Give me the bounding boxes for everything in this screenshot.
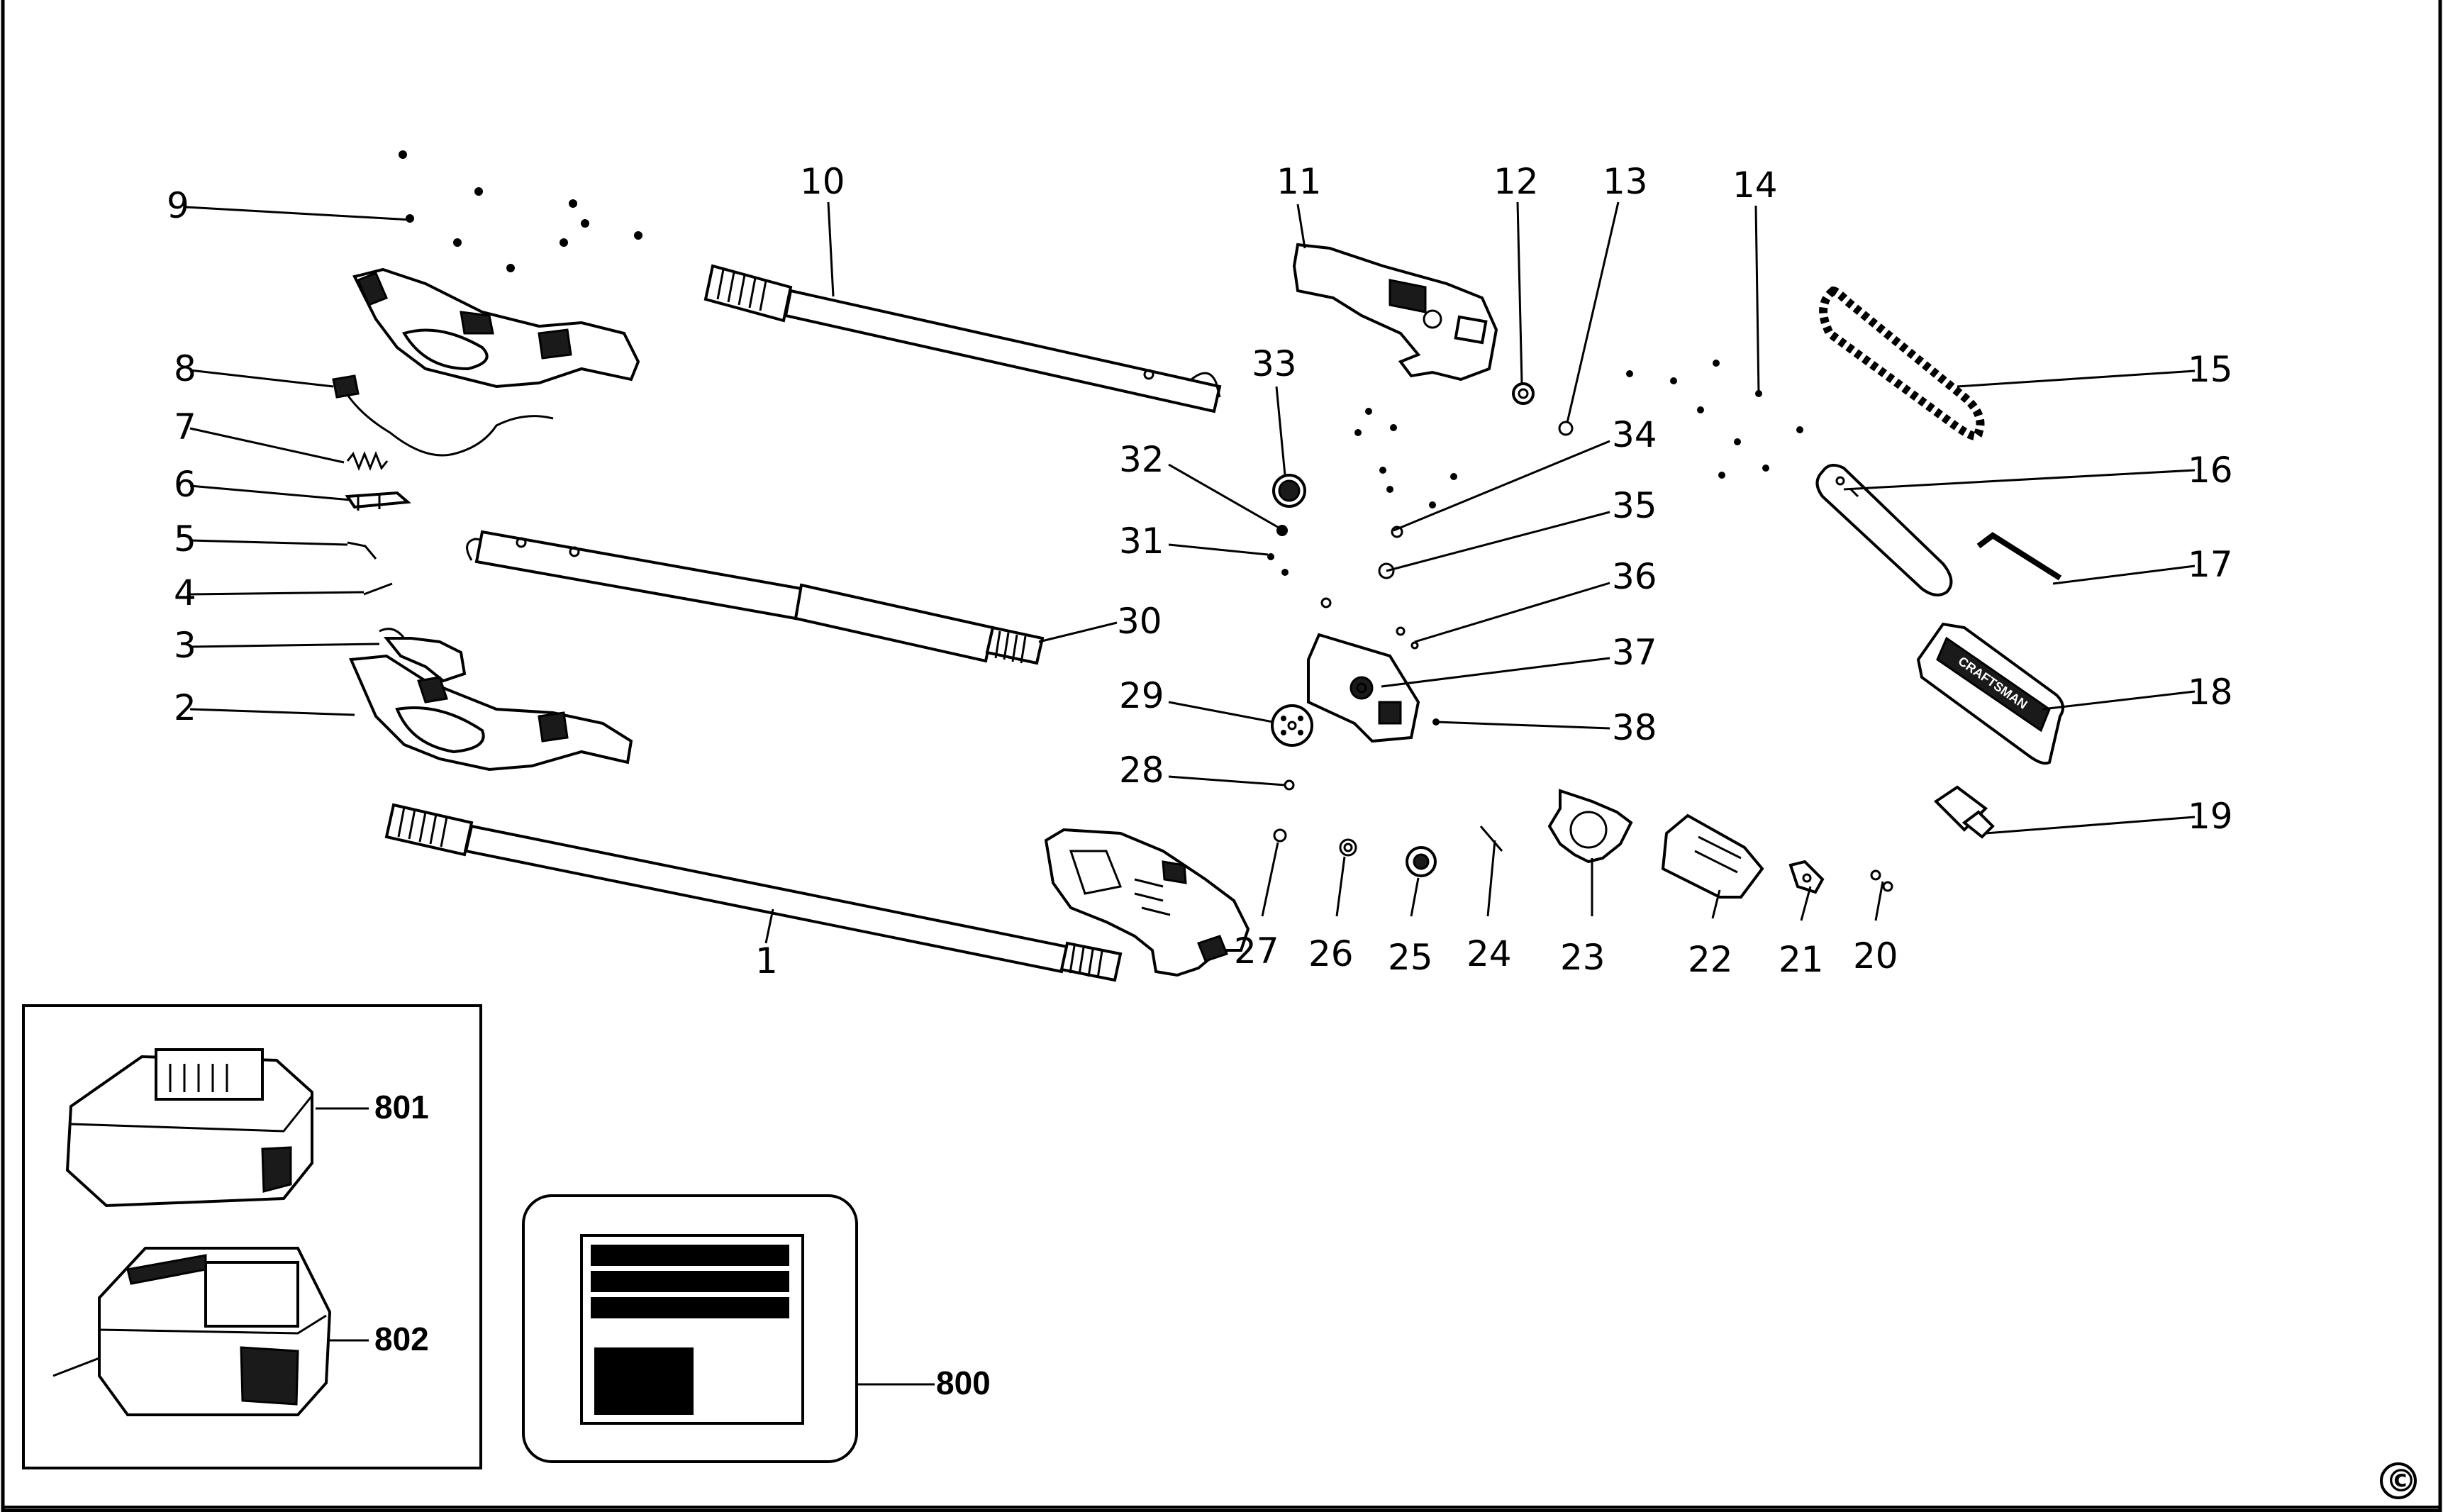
callout-30: 30 <box>1117 601 1162 642</box>
callout-35: 35 <box>1612 485 1657 526</box>
pole-1 <box>384 803 1123 982</box>
bearing-25 <box>1406 846 1437 877</box>
gearbox-plate-37 <box>1307 633 1420 743</box>
plate-23 <box>1547 789 1633 864</box>
label-bar-3 <box>591 1297 789 1318</box>
callout-10: 10 <box>800 161 845 202</box>
pole-10 <box>703 264 1222 413</box>
leader-lines <box>185 201 2196 944</box>
clamp-22 <box>1661 813 1764 899</box>
callout-23: 23 <box>1560 937 1606 978</box>
washer-26 <box>1339 838 1357 857</box>
callout-18: 18 <box>2188 672 2233 713</box>
callout-31: 31 <box>1119 521 1164 562</box>
callout-33: 33 <box>1252 343 1297 384</box>
oil-bottle-19 <box>1933 785 1995 839</box>
callout-5: 5 <box>174 518 196 560</box>
chain-15 <box>1819 286 1985 440</box>
wire-harness-8 <box>332 374 554 457</box>
pin-27 <box>1273 828 1287 843</box>
spring-7 <box>346 450 389 472</box>
guide-bar-16 <box>1815 464 1953 596</box>
callout-14: 14 <box>1732 165 1778 206</box>
callout-16: 16 <box>2188 450 2233 491</box>
gear-29 <box>1271 704 1313 747</box>
callout-38: 38 <box>1612 707 1657 748</box>
label-block <box>594 1347 694 1415</box>
callout-28: 28 <box>1119 750 1164 791</box>
callout-26: 26 <box>1308 933 1354 974</box>
callout-800: 800 <box>936 1364 991 1401</box>
bar-guard-18: CRAFTSMAN <box>1916 622 2064 765</box>
head-housing-lower <box>1044 828 1250 977</box>
battery-801 <box>65 1048 313 1208</box>
callout-4: 4 <box>174 572 196 613</box>
callout-1: 1 <box>755 940 778 982</box>
pin-4 <box>363 582 393 596</box>
trigger-3 <box>379 628 467 683</box>
callout-7: 7 <box>174 406 196 448</box>
pole-30 <box>466 530 1045 665</box>
callout-25: 25 <box>1388 937 1433 978</box>
callout-29: 29 <box>1119 675 1164 716</box>
screw-set-9 <box>399 150 642 272</box>
washer-28 <box>1284 779 1295 791</box>
label-frame <box>522 1194 858 1463</box>
callout-24: 24 <box>1467 933 1512 974</box>
sprocket-33 <box>1272 474 1306 508</box>
callout-17: 17 <box>2188 544 2233 585</box>
gear-12 <box>1512 382 1535 405</box>
label-bar-1 <box>591 1245 789 1266</box>
callout-37: 37 <box>1612 632 1657 673</box>
screw-20 <box>1870 869 1893 892</box>
callout-2: 2 <box>174 687 196 728</box>
copyright-circle <box>2380 1462 2417 1499</box>
callout-19: 19 <box>2188 796 2233 837</box>
clip-5 <box>347 541 377 560</box>
switch-part-6 <box>345 491 411 511</box>
callout-36: 36 <box>1612 556 1657 597</box>
callout-8: 8 <box>174 348 196 389</box>
housing-half-upper <box>352 267 640 389</box>
callout-9: 9 <box>167 185 189 226</box>
callout-13: 13 <box>1603 161 1648 202</box>
accessory-box <box>22 1004 482 1469</box>
hex-key-17 <box>1976 532 2062 581</box>
housing-half-lower-2 <box>349 654 633 772</box>
motor-housing-11 <box>1292 243 1498 382</box>
small-parts-center <box>1267 408 1457 726</box>
callout-6: 6 <box>174 464 196 505</box>
callout-21: 21 <box>1779 939 1824 980</box>
copyright-symbol: © <box>2386 1463 2417 1499</box>
callout-22: 22 <box>1688 939 1733 980</box>
callout-27: 27 <box>1234 930 1279 972</box>
label-bar-2 <box>591 1271 789 1292</box>
washer-13 <box>1558 421 1574 436</box>
callout-12: 12 <box>1493 161 1539 202</box>
callout-32: 32 <box>1119 439 1164 480</box>
callout-801: 801 <box>374 1089 429 1125</box>
charger-802 <box>52 1247 332 1416</box>
callout-11: 11 <box>1276 161 1322 202</box>
screw-set-14 <box>1626 360 1803 479</box>
nut-21 <box>1788 860 1825 894</box>
callout-3: 3 <box>174 625 196 666</box>
pin-24 <box>1479 826 1503 852</box>
callout-20: 20 <box>1853 935 1898 977</box>
callout-15: 15 <box>2188 349 2233 390</box>
callout-34: 34 <box>1612 414 1657 455</box>
callout-802: 802 <box>374 1321 429 1357</box>
